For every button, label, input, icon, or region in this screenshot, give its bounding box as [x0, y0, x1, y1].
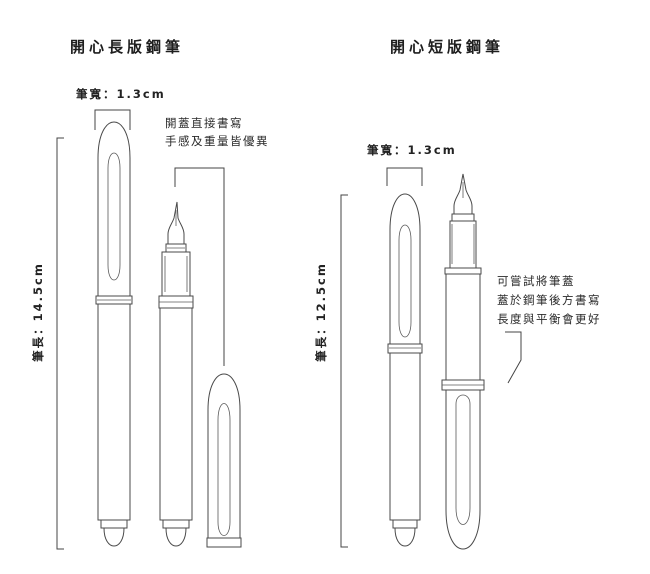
short-note-line-3: 長度與平衡會更好	[497, 312, 601, 326]
long-pen-cap	[206, 373, 242, 548]
short-pen-cap-posted	[441, 173, 485, 550]
long-length-bracket	[56, 137, 64, 550]
long-pen-capped	[95, 121, 133, 547]
short-note-leader	[505, 331, 522, 384]
long-note-line-1: 開蓋直接書寫	[165, 116, 243, 130]
short-version-title: 開心短版鋼筆	[390, 38, 505, 56]
short-pen-capped	[387, 193, 423, 547]
short-width-label: 筆寬：1.3cm	[367, 143, 457, 157]
short-note-line-2: 蓋於鋼筆後方書寫	[497, 293, 601, 307]
short-length-bracket	[340, 194, 348, 548]
short-note-line-1: 可嘗試將筆蓋	[497, 274, 575, 288]
long-note-leader	[174, 167, 225, 366]
long-width-label: 筆寬：1.3cm	[76, 87, 166, 101]
long-version-title: 開心長版鋼筆	[70, 38, 185, 56]
long-length-label: 筆長：14.5cm	[31, 262, 45, 362]
short-width-bracket	[386, 167, 423, 186]
long-width-bracket	[94, 109, 131, 130]
long-note-line-2: 手感及重量皆優異	[165, 134, 269, 148]
long-pen-uncapped	[158, 201, 194, 547]
short-length-label: 筆長：12.5cm	[314, 262, 328, 362]
